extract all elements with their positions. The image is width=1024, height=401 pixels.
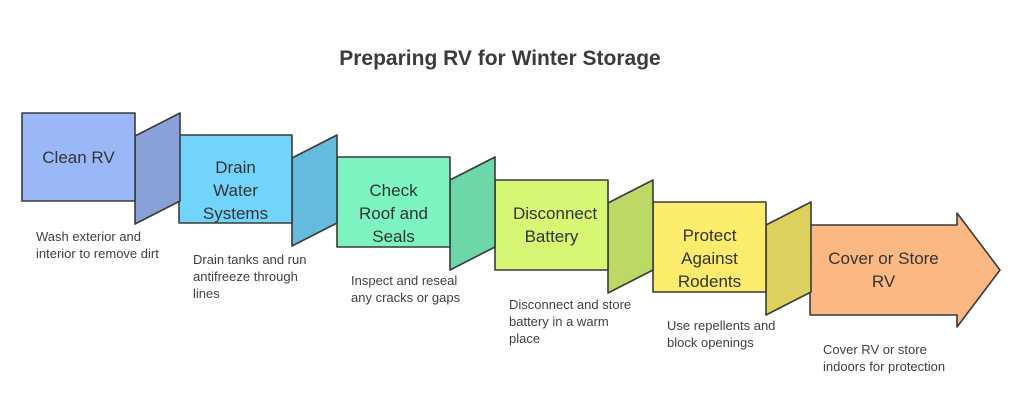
step-fold-4	[607, 179, 654, 294]
diagram-title: Preparing RV for Winter Storage	[339, 47, 661, 70]
step-fold-2	[291, 134, 338, 247]
step-description-4: Disconnect and store battery in a warm p…	[509, 297, 632, 346]
step-label-4: Disconnect Battery	[513, 204, 598, 246]
step-fold-3	[449, 156, 496, 271]
step-description-6: Cover RV or store indoors for protection	[823, 342, 946, 374]
step-description-2: Drain tanks and run antifreeze through l…	[193, 252, 307, 301]
step-box-1	[21, 112, 136, 202]
step-description-1: Wash exterior and interior to remove dir…	[36, 229, 159, 261]
step-label-2: Drain Water Systems	[202, 158, 269, 223]
step-label-6: Cover or Store RV	[828, 249, 939, 291]
step-label-1: Clean RV	[42, 148, 115, 167]
step-arrow-6	[809, 212, 1001, 328]
step-description-3: Inspect and reseal any cracks or gaps	[351, 273, 461, 305]
step-description-5: Use repellents and block openings	[667, 318, 776, 350]
step-fold-5	[765, 201, 812, 316]
step-label-3: Check Roof and Seals	[359, 181, 428, 246]
step-label-5: Protect Against Rodents	[677, 226, 742, 291]
step-fold-1	[134, 112, 181, 225]
